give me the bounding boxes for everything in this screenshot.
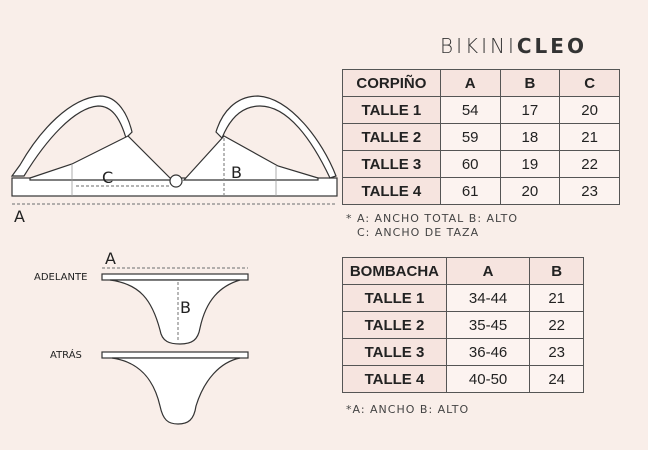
value-cell: 22 [559, 150, 620, 178]
bra-right-cup [182, 135, 319, 181]
panty-front-body [109, 279, 241, 345]
value-cell: 22 [529, 311, 584, 339]
panty-front-band [101, 273, 249, 281]
bra-note-line-2: C: ANCHO DE TAZA [357, 226, 480, 239]
panty-label-b: B [180, 298, 191, 317]
table-row: TALLE 2 59 18 21 [342, 123, 620, 151]
value-cell: 21 [559, 123, 620, 151]
bra-label-c: C [102, 168, 113, 187]
table-header-cell: B [499, 69, 561, 97]
bra-label-a: A [14, 207, 25, 226]
bra-note-line-1: * A: ANCHO TOTAL B: ALTO [346, 212, 519, 225]
size-cell: TALLE 4 [342, 365, 447, 393]
bra-left-strap [10, 95, 133, 177]
value-cell: 34-44 [445, 284, 531, 312]
value-cell: 35-45 [445, 311, 531, 339]
value-cell: 60 [439, 150, 501, 178]
brand-logo: BIKINICLEO [440, 34, 587, 58]
table-header-cell: BOMBACHA [342, 257, 447, 285]
bra-label-b: B [231, 163, 242, 182]
value-cell: 54 [439, 96, 501, 124]
size-cell: TALLE 1 [342, 284, 447, 312]
table-row: TALLE 4 40-50 24 [342, 365, 584, 393]
table-row: TALLE 2 35-45 22 [342, 311, 584, 339]
bra-right-strap [215, 95, 337, 179]
brand-part-2: CLEO [516, 34, 587, 58]
table-header-cell: CORPIÑO [342, 69, 441, 97]
panty-front-label: ADELANTE [34, 272, 87, 283]
size-cell: TALLE 2 [342, 311, 447, 339]
value-cell: 20 [499, 177, 561, 205]
value-cell: 21 [529, 284, 584, 312]
value-cell: 23 [529, 338, 584, 366]
value-cell: 59 [439, 123, 501, 151]
value-cell: 23 [559, 177, 620, 205]
table-header-row: CORPIÑO A B C [342, 69, 620, 97]
value-cell: 18 [499, 123, 561, 151]
panty-back-label: ATRÁS [50, 348, 82, 361]
table-header-cell: B [529, 257, 584, 285]
value-cell: 36-46 [445, 338, 531, 366]
size-cell: TALLE 4 [342, 177, 441, 205]
size-cell: TALLE 1 [342, 96, 441, 124]
table-row: TALLE 3 60 19 22 [342, 150, 620, 178]
bra-left-cup [29, 135, 174, 181]
value-cell: 20 [559, 96, 620, 124]
panty-label-a: A [105, 249, 116, 268]
panty-size-table: BOMBACHA A B TALLE 1 34-44 21 TALLE 2 35… [342, 257, 584, 393]
value-cell: 40-50 [445, 365, 531, 393]
size-cell: TALLE 2 [342, 123, 441, 151]
value-cell: 19 [499, 150, 561, 178]
value-cell: 17 [499, 96, 561, 124]
table-header-cell: C [559, 69, 620, 97]
panty-note: *A: ANCHO B: ALTO [346, 403, 470, 416]
brand-part-1: BIKINI [440, 34, 517, 58]
table-row: TALLE 1 54 17 20 [342, 96, 620, 124]
panty-back-body [111, 357, 241, 425]
value-cell: 61 [439, 177, 501, 205]
garment-diagram: A B C A B ADELANTE ATRÁS [10, 95, 338, 425]
size-cell: TALLE 3 [342, 338, 447, 366]
table-row: TALLE 1 34-44 21 [342, 284, 584, 312]
table-row: TALLE 4 61 20 23 [342, 177, 620, 205]
table-row: TALLE 3 36-46 23 [342, 338, 584, 366]
table-header-row: BOMBACHA A B [342, 257, 584, 285]
table-header-cell: A [445, 257, 531, 285]
panty-back-band [101, 351, 249, 359]
size-cell: TALLE 3 [342, 150, 441, 178]
table-header-cell: A [439, 69, 501, 97]
value-cell: 24 [529, 365, 584, 393]
bra-size-table: CORPIÑO A B C TALLE 1 54 17 20 TALLE 2 5… [342, 69, 620, 205]
bra-center-knot [169, 174, 183, 188]
